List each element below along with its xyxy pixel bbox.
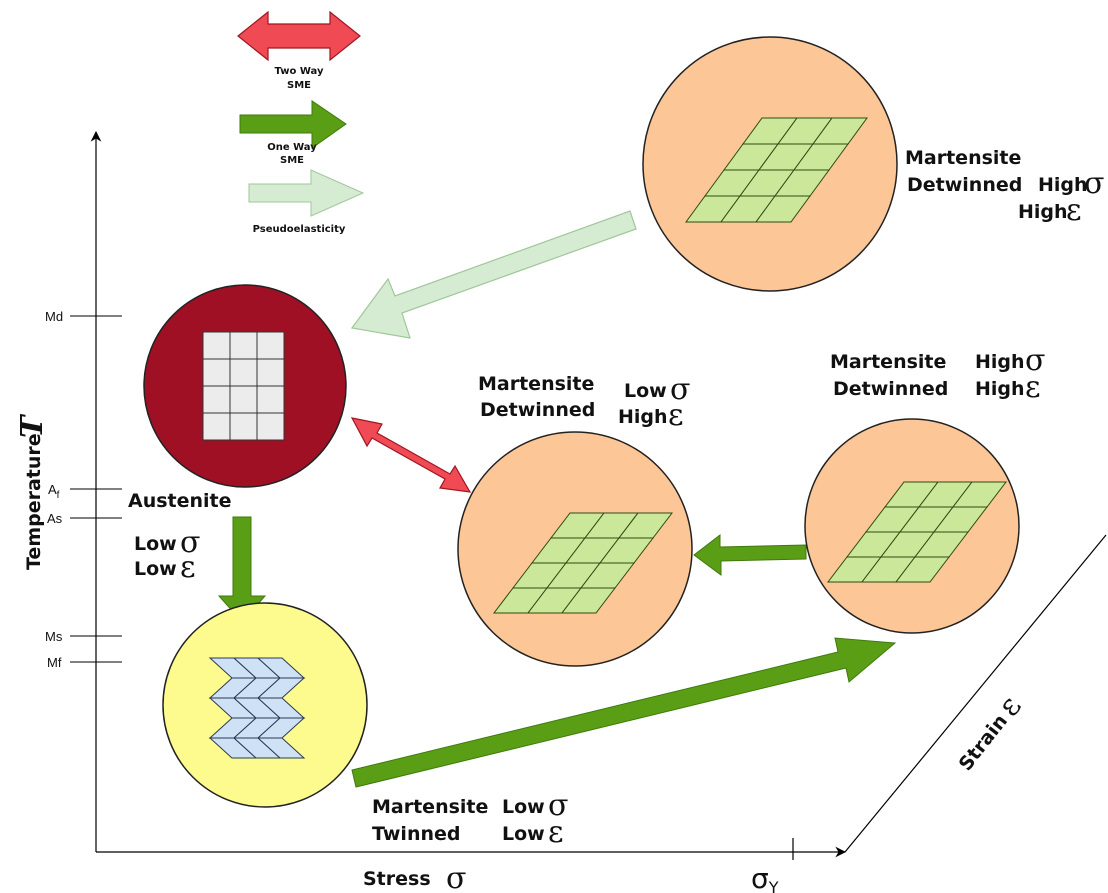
stress-axis-title: Stress [363,868,431,890]
detwinned-high-right-strain-level: High [975,378,1025,400]
two-way-legend-arrow [237,10,361,62]
detwinned-high-right-lattice [826,481,1008,583]
md-tick-label: Md [45,309,63,324]
detwinned-high-top-lattice [685,117,868,223]
as-tick-label: As [47,511,63,526]
twinned-stress-symbol: σ [548,788,568,823]
detwinned-low-strain-level: High [618,406,668,428]
one-way-sme-unloading-arrow [693,533,807,576]
martensite-twinned-state: Martensite Twinned Low σ Low ε [162,602,568,850]
austenite-strain-symbol: ε [180,550,196,585]
twinned-label-line1: Martensite [372,796,488,818]
svg-text:Temperature: Temperature [23,433,45,570]
twinned-lattice [208,657,306,759]
mf-tick-label: Mf [47,655,62,670]
ms-tick-label: Ms [45,629,63,644]
austenite-strain-level: Low [134,558,177,580]
one-way-legend-line2: SME [280,155,304,166]
austenite-lattice [202,331,285,441]
detwinned-low-strain-symbol: ε [668,398,684,433]
strain-axis-title: Strain ε [955,689,1029,775]
twinned-stress-level: Low [502,796,545,818]
two-way-sme-arrow [350,417,472,493]
detwinned-high-top-label-line2: Detwinned [907,174,1022,196]
pseudoelasticity-legend-arrow [248,169,365,217]
detwinned-low-lattice [492,512,674,614]
one-way-legend-arrow [239,100,347,149]
one-way-legend-line1: One Way [267,142,317,153]
detwinned-high-top-strain-symbol: ε [1066,193,1082,228]
detwinned-high-right-label-line2: Detwinned [833,378,948,400]
austenite-stress-symbol: σ [180,525,200,560]
stress-axis-symbol: σ [446,861,466,893]
detwinned-high-right-stress-level: High [975,351,1025,373]
twinned-strain-symbol: ε [548,815,564,850]
detwinned-low-stress-symbol: σ [670,372,690,407]
martensite-detwinned-high-top-state: Martensite Detwinned High σ High ε [642,36,1104,292]
detwinned-high-top-strain-level: High [1018,201,1068,223]
pseudoelasticity-legend-label: Pseudoelasticity [253,224,346,235]
legend: Two Way SME One Way SME Pseudoelasticity [237,10,365,235]
svg-text:T: T [15,413,50,438]
austenite-label: Austenite [128,490,232,512]
detwinned-low-stress-level: Low [624,380,667,402]
detwinned-low-label-line2: Detwinned [480,399,595,421]
detwinned-high-top-stress-level: High [1038,174,1088,196]
austenite-stress-level: Low [134,533,177,555]
twinned-label-line2: Twinned [372,823,460,845]
af-tick-label: Af [48,482,60,501]
detwinned-high-right-stress-symbol: σ [1025,343,1045,378]
two-way-legend-line1: Two Way [275,66,324,77]
detwinned-low-label-line1: Martensite [478,373,594,395]
svg-text:Strain: Strain [955,710,1012,775]
detwinned-high-right-label-line1: Martensite [830,351,946,373]
strain-axis [844,534,1107,853]
detwinned-high-right-strain-symbol: ε [1025,370,1041,405]
austenite-state: Austenite Low σ Low ε [128,284,347,585]
twinned-strain-level: Low [502,823,545,845]
detwinned-high-top-label-line1: Martensite [905,147,1021,169]
martensite-detwinned-low-state: Martensite Detwinned Low σ High ε [457,372,693,667]
two-way-legend-line2: SME [287,80,311,91]
pseudoelasticity-arrow [350,210,637,339]
temperature-axis-title: Temperature T [15,413,50,570]
one-way-sme-loading-arrow [351,637,897,788]
martensite-detwinned-high-right-state: Martensite Detwinned High σ High ε [804,343,1045,634]
yield-stress-label: σY [751,862,779,893]
detwinned-high-top-stress-symbol: σ [1084,166,1104,201]
